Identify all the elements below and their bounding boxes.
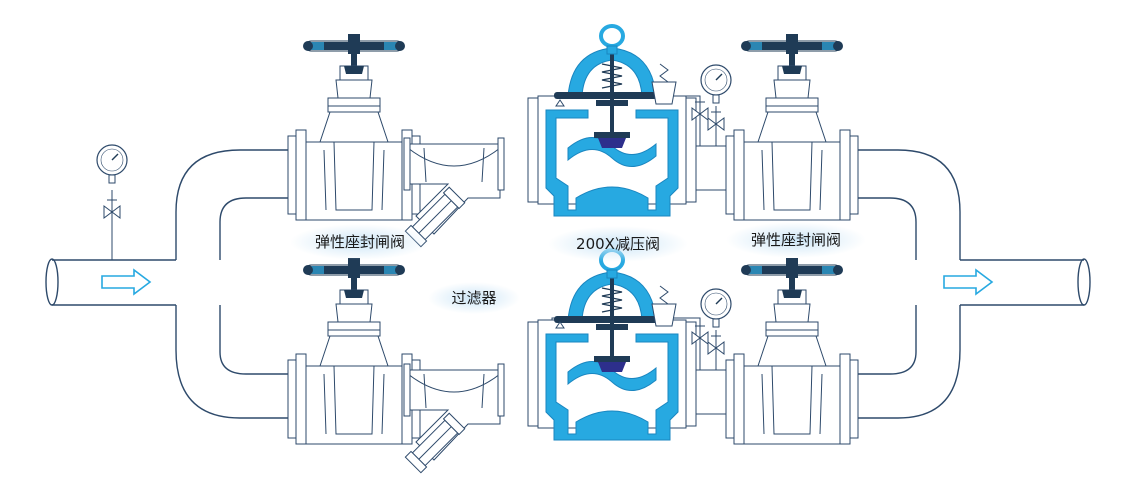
label-strainer: 过滤器 xyxy=(451,289,496,307)
gate-valve-bottom-right xyxy=(726,258,858,444)
outlet-flow-arrow-icon xyxy=(943,269,993,295)
gate-valve-bottom-left xyxy=(288,258,420,444)
inlet-flow-arrow-icon xyxy=(101,269,151,295)
label-gate-valve-left: 弹性座封闸阀 xyxy=(315,233,405,251)
gate-valve-top-left xyxy=(288,34,420,220)
gate-valve-top-right xyxy=(726,34,858,220)
pressure-reducing-valve-bottom xyxy=(526,248,698,442)
gauge-top-icon xyxy=(700,64,732,104)
pilot-filter-top xyxy=(651,81,677,105)
pressure-reducing-valve-top xyxy=(526,24,698,218)
inlet-pressure-gauge-icon xyxy=(96,144,128,184)
gauge-bottom-icon xyxy=(700,288,732,328)
label-pressure-reducing-valve: 200X减压阀 xyxy=(576,235,660,253)
pilot-filter-bottom xyxy=(651,303,677,327)
label-gate-valve-right: 弹性座封闸阀 xyxy=(751,231,841,249)
